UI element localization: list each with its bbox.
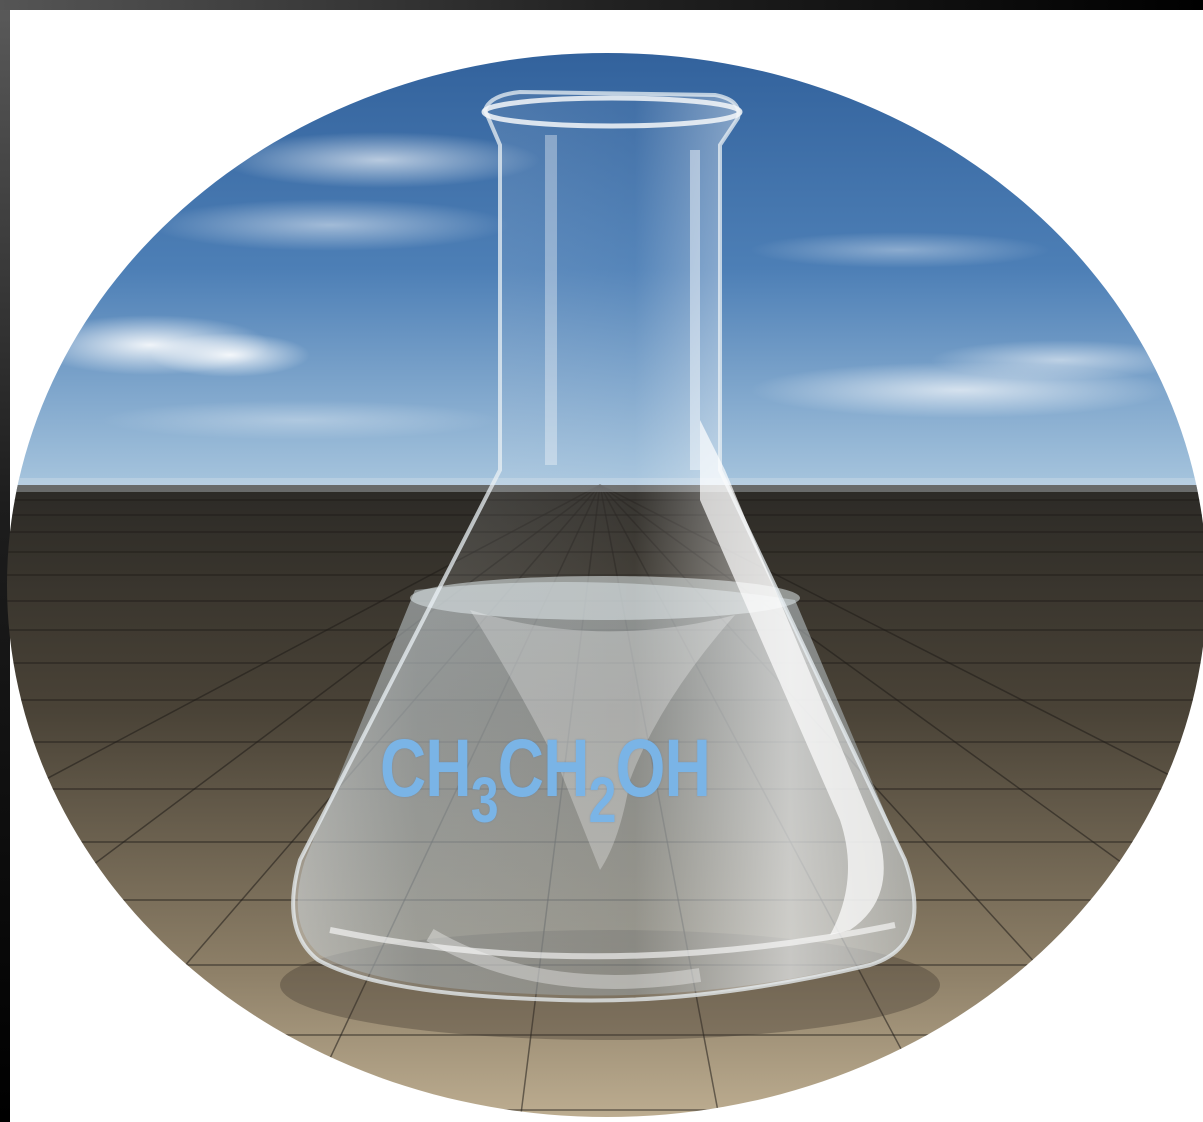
formula-ch-2: CH xyxy=(497,723,590,814)
left-dark-edge xyxy=(0,0,10,1122)
formula-ch-1: CH xyxy=(380,723,472,814)
formula-subscript-2: 2 xyxy=(588,764,617,836)
flask-glass xyxy=(291,89,917,1003)
glass-reflection xyxy=(700,420,884,935)
ethanol-formula-label: CH3CH2OH xyxy=(380,728,711,833)
top-dark-edge xyxy=(0,0,1203,10)
erlenmeyer-flask xyxy=(291,89,917,1003)
clouds xyxy=(30,132,1190,440)
formula-oh: OH xyxy=(615,723,711,814)
formula-subscript-3: 3 xyxy=(470,764,499,836)
